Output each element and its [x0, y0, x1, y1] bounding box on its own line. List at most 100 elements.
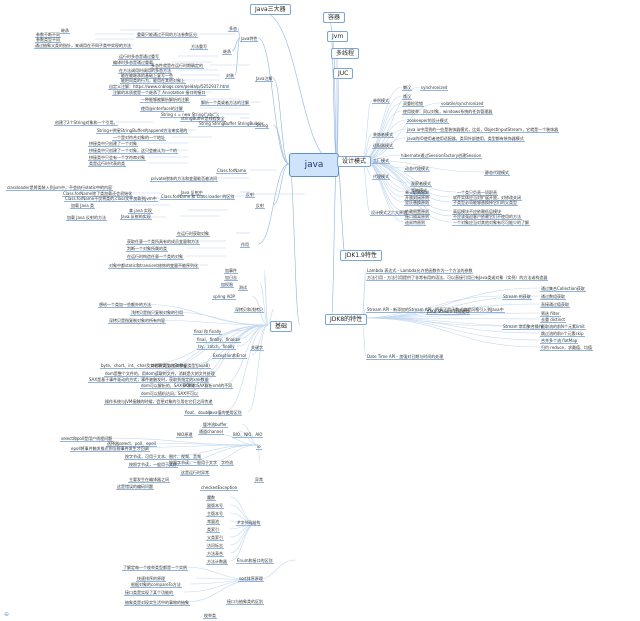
left-item[interactable]: 类是运行时代表的类: [88, 160, 126, 167]
left-item[interactable]: 能把同类的行为，能用在其他对象上: [120, 77, 186, 84]
enum-hub[interactable]: 接口与抽象类的区别: [226, 598, 264, 605]
left-item[interactable]: classloader是将类装入到jvm中，不会执行static中的内容: [6, 184, 113, 191]
bytecode-item[interactable]: 方法表合: [206, 550, 224, 557]
base-item[interactable]: try、catch、finally: [197, 343, 236, 350]
node-jdk19[interactable]: JDK1.9特性: [340, 250, 382, 261]
bytecode-item[interactable]: 访问标志: [206, 542, 224, 549]
pattern-item[interactable]: 里氏替换原则: [404, 199, 430, 206]
left-item[interactable]: 拼接类中只创建了一个对象: [88, 140, 138, 147]
base-item[interactable]: switch可以对的数据类型(java8): [150, 362, 211, 369]
jdk8-item[interactable]: 截取流的前N个元素limit: [540, 323, 586, 330]
base-item[interactable]: 加权限: [220, 281, 234, 288]
left-hub[interactable]: java特性: [240, 35, 259, 42]
left-item[interactable]: 通过抽象父类的指针，来调用在不同子类中实现的方法: [34, 42, 132, 49]
enum-item[interactable]: 快速排序的原理: [136, 575, 166, 582]
enum-item[interactable]: 抽象类是对现实生活中的事物的抽象: [124, 599, 190, 606]
base-item[interactable]: dom可以随机访问，SAX不可以: [140, 390, 199, 397]
base-item[interactable]: 加事件: [224, 267, 238, 274]
pattern-item[interactable]: 懒汉: [402, 84, 412, 91]
base-item[interactable]: 深拷贝和浅拷贝: [234, 306, 264, 313]
left-item[interactable]: 反射: [245, 191, 255, 198]
exception-item[interactable]: 这是运行时异常: [180, 469, 210, 476]
jdk8-item[interactable]: 合并多个流 flatMap: [540, 337, 579, 344]
io-hub[interactable]: io: [256, 443, 262, 450]
base-item[interactable]: 想给一个类加一些额外的方法: [98, 301, 152, 308]
jdk8-item[interactable]: 通过数组获取: [540, 293, 566, 300]
pattern-item[interactable]: 不应该强迫客户依赖它们不使用的方法: [452, 213, 522, 220]
base-item[interactable]: dom可以解析的，SAX不可以: [140, 382, 195, 389]
node-java-sandajia[interactable]: Java三大器: [250, 4, 291, 15]
jdk8-item[interactable]: 跳过流的前n个元素skip: [540, 330, 585, 337]
left-item[interactable]: 拼接类中只创建了一个对象，这只会被认为一个的: [88, 147, 178, 154]
io-item[interactable]: 缓冲流buffer: [202, 421, 228, 428]
left-item[interactable]: 使用@interface的注解: [140, 105, 184, 112]
base-item[interactable]: SAX是基于事件驱动的方式，事件被触发时，获取到指定的xml数据: [88, 376, 210, 383]
pattern-item[interactable]: 适配器模式: [372, 142, 394, 149]
exception-item[interactable]: checkedException: [200, 484, 239, 491]
left-item[interactable]: 创建了2个String对象和一个引用。: [54, 119, 119, 126]
enum-item[interactable]: 根据对象的compareTo方法: [130, 581, 182, 588]
pattern-item[interactable]: java的IO使用者使用适配器，类同外部使用，类型都有装饰器模式: [406, 135, 525, 142]
plus-circle-icon[interactable]: ⊕: [4, 611, 10, 618]
jdk8-item[interactable]: Stream 的获取: [502, 293, 532, 300]
left-item[interactable]: 运行时多态是通过重写: [118, 53, 160, 60]
node-juc[interactable]: JUC: [333, 68, 354, 79]
base-item[interactable]: 深拷贝是指复制对象的所有内容: [108, 317, 166, 324]
left-item[interactable]: 参数类型不同: [35, 36, 61, 43]
pattern-item[interactable]: 设计模式之六大原则: [370, 209, 408, 216]
pattern-item[interactable]: volatile/synchronized: [440, 100, 485, 107]
base-item[interactable]: 浅拷贝是指只复制对象的引用: [130, 309, 184, 316]
bytecode-item[interactable]: 主版本号: [206, 510, 224, 517]
jdk8-item[interactable]: Lambda 表达式 - Lambda允许把函数作为一个方法的参数: [366, 267, 474, 274]
left-item[interactable]: Class.forName: [216, 167, 248, 174]
pattern-item[interactable]: 饿汉: [402, 93, 412, 100]
left-hub[interactable]: 作用: [240, 241, 250, 248]
enum-item[interactable]: 接口类是实现了某个功能的: [124, 589, 174, 596]
left-item[interactable]: 拿 java 实现: [128, 207, 153, 214]
node-jvm[interactable]: Jvm: [327, 31, 349, 42]
left-item[interactable]: Class.forName 和 Class.loader 的区别: [160, 193, 236, 200]
left-item[interactable]: stringBuffer是线程安全: [180, 115, 226, 122]
left-item[interactable]: 参数不断不同: [35, 31, 61, 38]
base-item[interactable]: 加日志: [224, 274, 238, 281]
jdk8-item[interactable]: Date Time API - 加强对日期与时间的处理: [366, 353, 445, 360]
jdk8-item[interactable]: Stream API - 新添加的Stream API，把真正的函数式编程风格引…: [366, 306, 505, 313]
base-item[interactable]: float、double: [184, 409, 213, 416]
left-hub[interactable]: String: [255, 122, 269, 129]
pattern-item[interactable]: 一个类只负责一项职责: [456, 189, 498, 196]
left-item[interactable]: 在运行时构造任意一个类的对象: [126, 253, 184, 260]
io-item[interactable]: 按照字节读，一般用于文字: [168, 459, 218, 466]
left-item[interactable]: 方法重写: [190, 43, 208, 50]
io-item[interactable]: 字符流: [220, 459, 234, 466]
left-item[interactable]: 注解的本质就是一个继承了 Annotation 接口的接口: [112, 89, 207, 96]
bytecode-item[interactable]: 方法计数器: [206, 558, 228, 565]
left-item[interactable]: 解析一个类或者方法的注解: [200, 99, 250, 106]
pattern-item[interactable]: 接口隔离原则: [404, 213, 430, 220]
sub-hub[interactable]: 封装: [225, 72, 235, 79]
left-item[interactable]: Java 反射的实现: [120, 213, 152, 220]
left-item[interactable]: 获取任意一个类所具有的成员变量和方法: [126, 238, 200, 245]
io-item[interactable]: epoll将事件触发推迟到当前事件发生才回调: [70, 445, 150, 452]
io-item[interactable]: 选择器select、poll、epoll: [106, 440, 157, 447]
pattern-item[interactable]: java io中用到的一些是装饰器模式，比如，ObjectInputStream…: [406, 126, 560, 133]
jdk8-item[interactable]: Stream 常用聚合操作: [502, 323, 544, 330]
left-item[interactable]: 重载只能通过不同的方法参数区分: [136, 31, 198, 38]
enum-hub[interactable]: 枚举类: [203, 612, 217, 619]
enum-item[interactable]: 了解定每一个枚举类型都是一个实例: [122, 564, 188, 571]
exception-hub[interactable]: 异常: [254, 476, 264, 483]
base-item[interactable]: spring AOP: [212, 293, 236, 300]
left-item[interactable]: private修饰的方法和变量能否被访问: [150, 175, 219, 182]
left-hub[interactable]: Java注解: [255, 75, 274, 82]
left-item[interactable]: String+拼接StringBuffer的append方法来实现的: [96, 127, 189, 134]
left-item[interactable]: 继承: [60, 27, 70, 34]
bytecode-item[interactable]: 副版本号: [206, 502, 224, 509]
pattern-item[interactable]: 双重检验锁: [402, 100, 424, 107]
pattern-item[interactable]: 开放封闭原则: [404, 194, 430, 201]
io-item[interactable]: NIO原理: [176, 431, 194, 438]
bytecode-item[interactable]: 魔数: [206, 494, 216, 501]
base-item[interactable]: DOM和SAX解析xml的不同: [182, 382, 234, 389]
pattern-item[interactable]: hibernate通过SessionFactory创建Session: [400, 152, 483, 159]
pattern-item[interactable]: 单例模式: [372, 97, 390, 104]
pattern-item[interactable]: 迪米特原则: [404, 219, 426, 226]
io-item[interactable]: select和poll是用户线程问题: [60, 435, 114, 442]
